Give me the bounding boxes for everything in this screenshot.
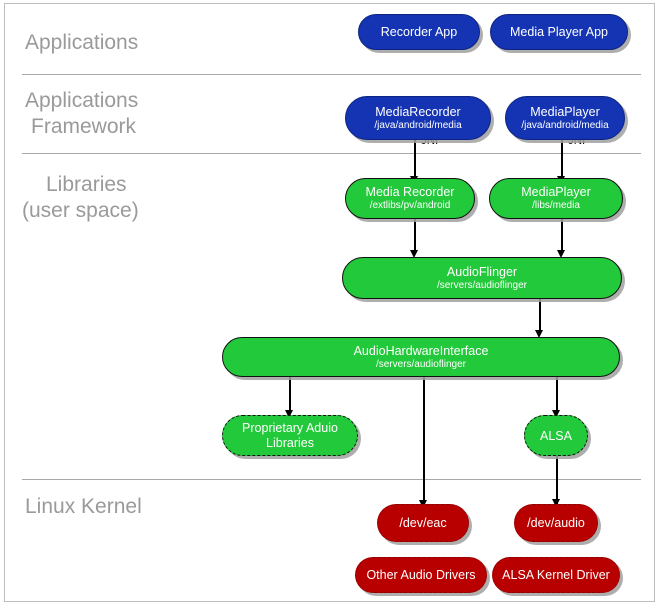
node-mediaplayer-framework[interactable]: MediaPlayer /java/android/media [505, 96, 625, 140]
arrowhead-audioflinger-audiohardwareinterface [535, 330, 543, 338]
node-alsa[interactable]: ALSA [524, 415, 588, 456]
node-dev-audio-title: /dev/audio [527, 516, 585, 530]
node-media-player-app-title: Media Player App [510, 25, 608, 39]
connector-mediaplayerlib-audioflinger [561, 219, 563, 254]
node-audiohardwareinterface-path: /servers/audioflinger [375, 358, 467, 370]
node-mediaplayer-framework-title: MediaPlayer [530, 104, 600, 119]
node-mediaplayer-library-path: /libs/media [532, 200, 580, 211]
node-media-recorder-library[interactable]: Media Recorder /extlibs/pv/android [345, 178, 475, 219]
node-proprietary-audio-libraries-line1: Proprietary Aduio [242, 420, 338, 435]
layer-label-libraries-line1: Libraries [46, 173, 127, 196]
arrowhead-alsa-dev-audio [552, 499, 560, 507]
layer-label-linux-kernel: Linux Kernel [25, 495, 142, 518]
layer-label-applications: Applications [25, 31, 139, 54]
node-mediaplayer-library[interactable]: MediaPlayer /libs/media [489, 178, 623, 219]
connector-ahi-proprietary [289, 377, 291, 413]
node-alsa-kernel-driver[interactable]: ALSA Kernel Driver [492, 557, 620, 593]
divider-kernel [22, 479, 641, 480]
node-audiohardwareinterface-title: AudioHardwareInterface [353, 343, 489, 358]
node-alsa-kernel-driver-title: ALSA Kernel Driver [502, 568, 610, 582]
node-dev-audio[interactable]: /dev/audio [514, 504, 598, 542]
diagram-border [4, 3, 655, 602]
layer-label-libraries-line2: (user space) [22, 199, 139, 222]
connector-mediarecorderlib-audioflinger [414, 219, 416, 254]
node-media-recorder-library-path: /extlibs/pv/android [369, 200, 451, 211]
node-dev-eac[interactable]: /dev/eac [377, 504, 469, 542]
node-recorder-app[interactable]: Recorder App [358, 14, 480, 50]
node-other-audio-drivers[interactable]: Other Audio Drivers [355, 557, 487, 593]
node-proprietary-audio-libraries[interactable]: Proprietary Aduio Libraries [222, 415, 358, 456]
node-mediarecorder-framework-path: /java/android/media [374, 119, 462, 131]
arrowhead-mediarecorderlib-audioflinger [410, 250, 418, 258]
divider-applications [22, 74, 641, 75]
connector-audioflinger-audiohardwareinterface [539, 299, 541, 333]
node-mediaplayer-library-title: MediaPlayer [521, 185, 591, 199]
node-audioflinger-title: AudioFlinger [446, 264, 518, 279]
node-media-recorder-library-title: Media Recorder [365, 185, 455, 199]
arrowhead-ahi-alsa [552, 410, 560, 418]
layer-label-applications-framework-line2: Framework [31, 115, 137, 138]
divider-framework [22, 153, 641, 154]
connector-mediarecorder-jni [414, 140, 416, 180]
node-recorder-app-title: Recorder App [380, 25, 458, 39]
connector-ahi-alsa [556, 377, 558, 413]
node-media-player-app[interactable]: Media Player App [490, 14, 628, 50]
connector-ahi-dev-eac [423, 377, 425, 505]
node-alsa-title: ALSA [540, 428, 572, 443]
node-proprietary-audio-libraries-line2: Libraries [266, 435, 314, 450]
arrowhead-mediaplayerlib-audioflinger [557, 250, 565, 258]
node-mediarecorder-framework-title: MediaRecorder [375, 104, 461, 119]
node-mediarecorder-framework[interactable]: MediaRecorder /java/android/media [345, 96, 491, 140]
node-audiohardwareinterface[interactable]: AudioHardwareInterface /servers/audiofli… [222, 337, 620, 377]
arrowhead-ahi-proprietary [285, 410, 293, 418]
connector-alsa-dev-audio [556, 456, 558, 504]
node-mediaplayer-framework-path: /java/android/media [521, 119, 609, 131]
node-other-audio-drivers-title: Other Audio Drivers [366, 568, 476, 582]
node-dev-eac-title: /dev/eac [399, 516, 447, 530]
layer-label-applications-framework-line1: Applications [25, 89, 139, 112]
node-audioflinger[interactable]: AudioFlinger /servers/audioflinger [342, 257, 622, 299]
connector-mediaplayer-jni [561, 140, 563, 180]
node-audioflinger-path: /servers/audioflinger [436, 279, 528, 291]
